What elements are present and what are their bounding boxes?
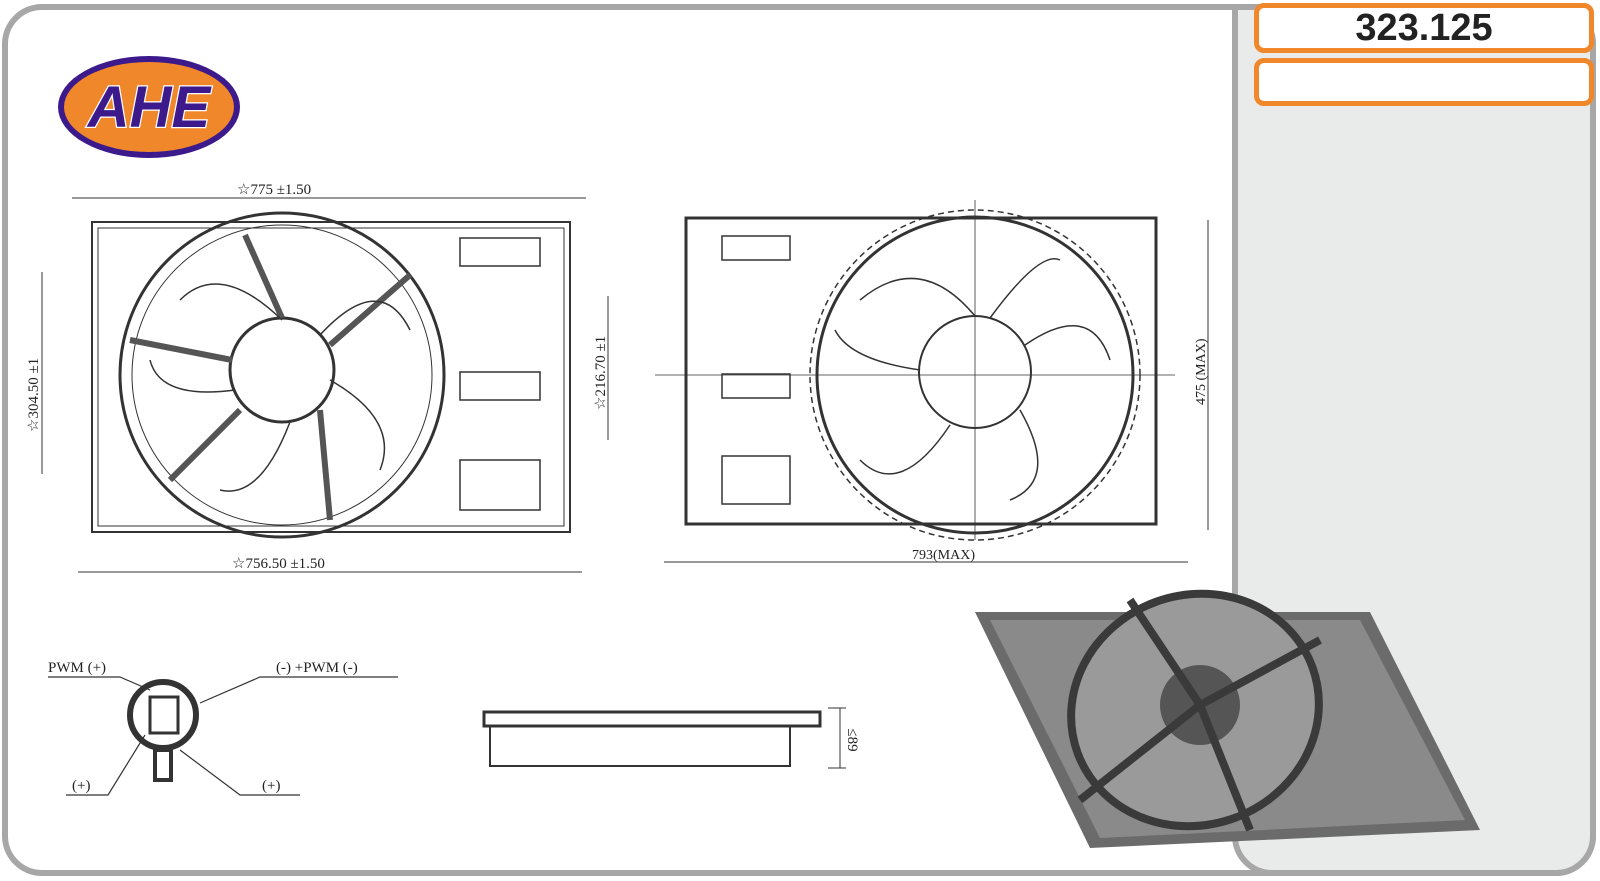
rear-width-dimension: 793(MAX) [912, 548, 975, 563]
side-view-drawing [482, 707, 846, 769]
side-depth-dimension: ≤89 [844, 728, 860, 751]
connector-pinout-drawing [48, 676, 398, 796]
pin-label-plus-right: (+) [262, 778, 280, 794]
front-right-height-dimension: ☆216.70 ±1 [593, 336, 609, 410]
front-view-drawing [41, 197, 609, 573]
part-number-box: 323.125 [1254, 3, 1594, 53]
rear-view-drawing [655, 200, 1209, 563]
svg-text:AHE: AHE [86, 75, 213, 140]
rear-height-dimension: 475 (MAX) [1194, 338, 1209, 405]
front-left-height-dimension: ☆304.50 ±1 [26, 358, 42, 432]
secondary-info-box [1254, 58, 1594, 106]
front-bottom-width-dimension: ☆756.50 ±1.50 [232, 556, 325, 572]
pin-label-pwm-minus: (-) +PWM (-) [276, 660, 358, 676]
front-top-width-dimension: ☆775 ±1.50 [237, 182, 311, 198]
ahe-logo: AHE [58, 56, 240, 158]
pin-label-plus-left: (+) [72, 778, 90, 794]
fan-assembly-render [975, 589, 1480, 848]
pin-label-pwm-plus: PWM (+) [48, 660, 106, 676]
